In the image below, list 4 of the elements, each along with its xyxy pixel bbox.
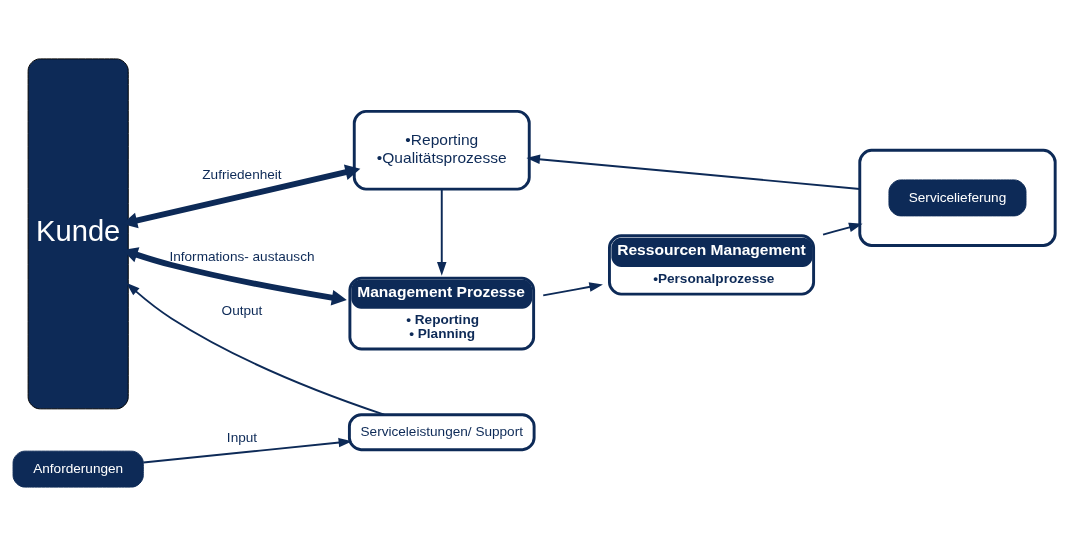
- edge-label: Output: [221, 302, 263, 318]
- edge-label: Input: [226, 430, 258, 446]
- edge-label: Informations- austausch: [169, 249, 315, 265]
- edge-label: Zufriedenheit: [202, 166, 282, 182]
